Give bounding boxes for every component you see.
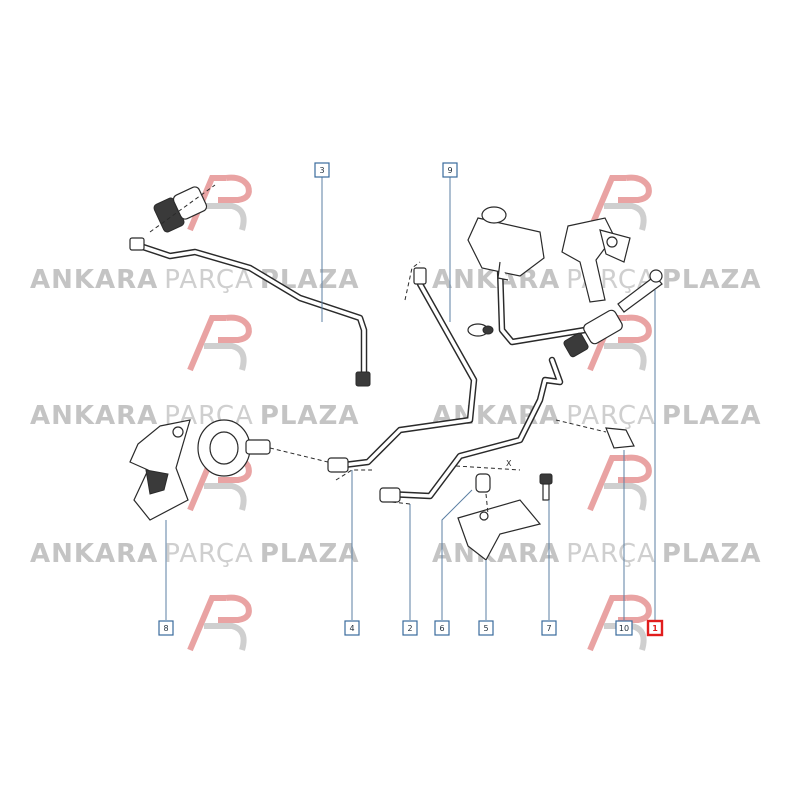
pipe-4-top-fitting xyxy=(413,267,427,285)
pipe-9 xyxy=(496,264,589,346)
svg-text:10: 10 xyxy=(619,624,629,633)
pipe-4-union xyxy=(327,457,349,473)
pipe-2 xyxy=(384,356,564,500)
svg-text:X: X xyxy=(506,459,512,468)
release-fork xyxy=(129,419,191,521)
callout-10[interactable]: 10 xyxy=(615,620,633,636)
pipe-end-fitting xyxy=(129,184,216,251)
dashed-guide xyxy=(404,261,421,301)
fluid-reservoir xyxy=(467,206,545,281)
svg-text:4: 4 xyxy=(349,624,354,633)
svg-text:2: 2 xyxy=(407,624,412,633)
svg-text:1: 1 xyxy=(652,624,658,633)
callout-8[interactable]: 8 xyxy=(158,620,174,636)
pipe-2-union xyxy=(379,487,401,503)
svg-text:8: 8 xyxy=(163,624,168,633)
callout-7[interactable]: 7 xyxy=(541,620,557,636)
retaining-clip xyxy=(555,419,635,449)
clutch-master-cylinder xyxy=(563,269,663,358)
svg-text:5: 5 xyxy=(483,624,488,633)
callout-5[interactable]: 5 xyxy=(478,620,494,636)
bolt xyxy=(539,473,553,501)
support-bracket xyxy=(457,499,542,561)
watermark-logo xyxy=(587,174,652,232)
pipe-3-bottom-fitting xyxy=(355,371,371,387)
watermark-logo xyxy=(187,314,252,372)
watermark-logo xyxy=(187,594,252,652)
callout-9[interactable]: 9 xyxy=(442,162,458,178)
pipe-clip xyxy=(475,473,491,515)
pedal-bracket xyxy=(561,217,631,303)
watermark-logo xyxy=(587,454,652,512)
pipe-4 xyxy=(332,280,478,470)
leader-lines xyxy=(165,176,656,620)
pipe-3 xyxy=(136,242,368,376)
hose-clamp xyxy=(467,323,494,337)
callout-1[interactable]: 1 xyxy=(646,619,664,637)
dimension-x: X xyxy=(455,459,521,471)
svg-text:9: 9 xyxy=(447,166,452,175)
svg-text:6: 6 xyxy=(439,624,444,633)
callout-3[interactable]: 3 xyxy=(314,162,330,178)
callout-6[interactable]: 6 xyxy=(434,620,450,636)
callout-2[interactable]: 2 xyxy=(402,620,418,636)
svg-text:7: 7 xyxy=(546,624,551,633)
callout-4[interactable]: 4 xyxy=(344,620,360,636)
slave-cylinder xyxy=(197,419,337,477)
svg-text:3: 3 xyxy=(319,166,324,175)
